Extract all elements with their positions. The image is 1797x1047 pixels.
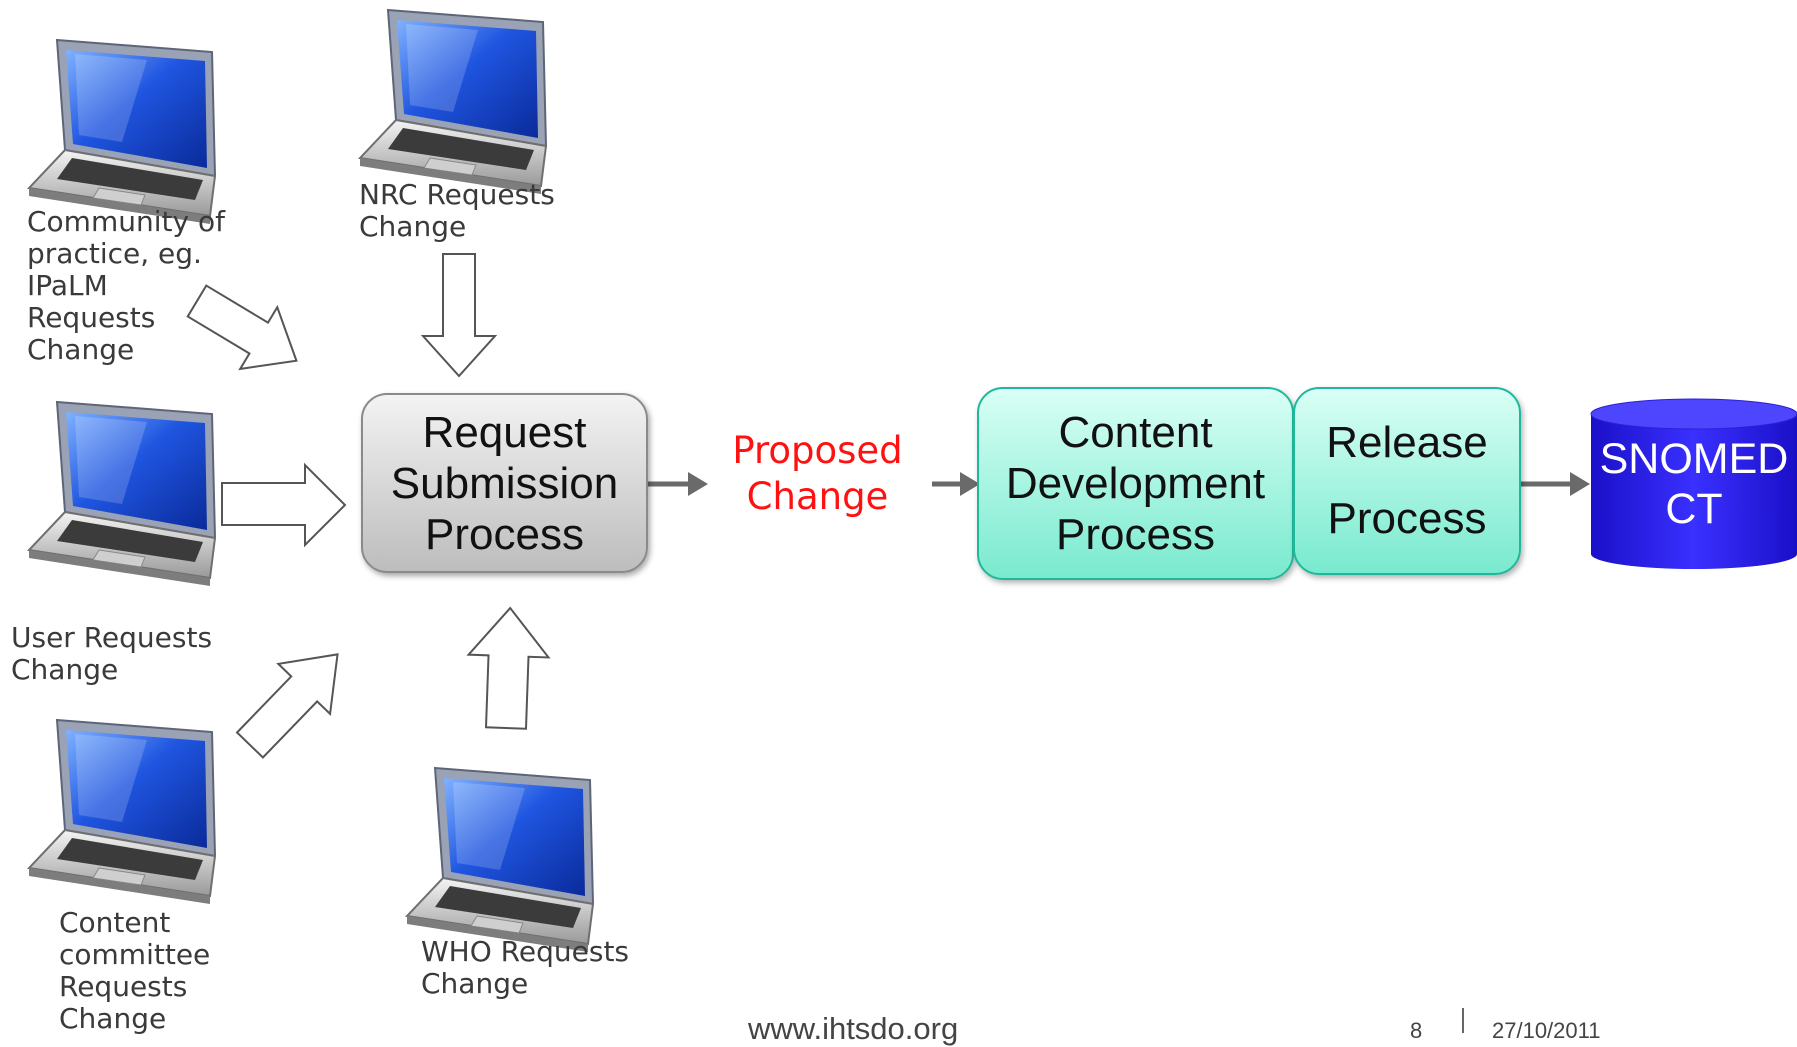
footer-date: 27/10/2011 — [1492, 1018, 1601, 1043]
footer-page-number: 8 — [1410, 1018, 1423, 1043]
release-process-label: Release Process — [1326, 418, 1488, 543]
snomed-ct-label: SNOMED CT — [1599, 435, 1789, 533]
source-label-content-committee: Content committee Requests Change — [59, 906, 211, 1035]
footer-separator — [1462, 1008, 1464, 1033]
source-label-community: Community of practice, eg. IPaLM Request… — [27, 205, 225, 366]
content-development-label: Content Development Process — [1005, 408, 1266, 559]
arrow-who-to-request — [466, 606, 551, 730]
request-submission-label: Request Submission Process — [390, 407, 619, 559]
laptop-icon — [359, 9, 547, 195]
proposed-change-label: Proposed Change — [732, 429, 903, 518]
footer-url: www.ihtsdo.org — [748, 1011, 959, 1046]
release-process-box: Release Process — [1293, 387, 1521, 575]
content-development-box: Content Development Process — [977, 387, 1294, 580]
snomed-database — [1590, 398, 1797, 569]
arrow-committee-to-request — [235, 653, 339, 759]
laptop-icon — [406, 767, 594, 953]
source-label-user: User Requests Change — [11, 621, 213, 686]
laptop-icon — [28, 39, 216, 225]
laptop-icon — [28, 401, 216, 587]
source-label-nrc: NRC Requests Change — [359, 178, 555, 243]
source-label-who: WHO Requests Change — [421, 935, 630, 1000]
laptop-icon — [28, 719, 216, 905]
arrow-community-to-request — [186, 284, 298, 371]
request-submission-box: Request Submission Process — [361, 393, 648, 573]
arrow-user-to-request — [221, 462, 347, 548]
arrow-nrc-to-request — [420, 253, 498, 378]
